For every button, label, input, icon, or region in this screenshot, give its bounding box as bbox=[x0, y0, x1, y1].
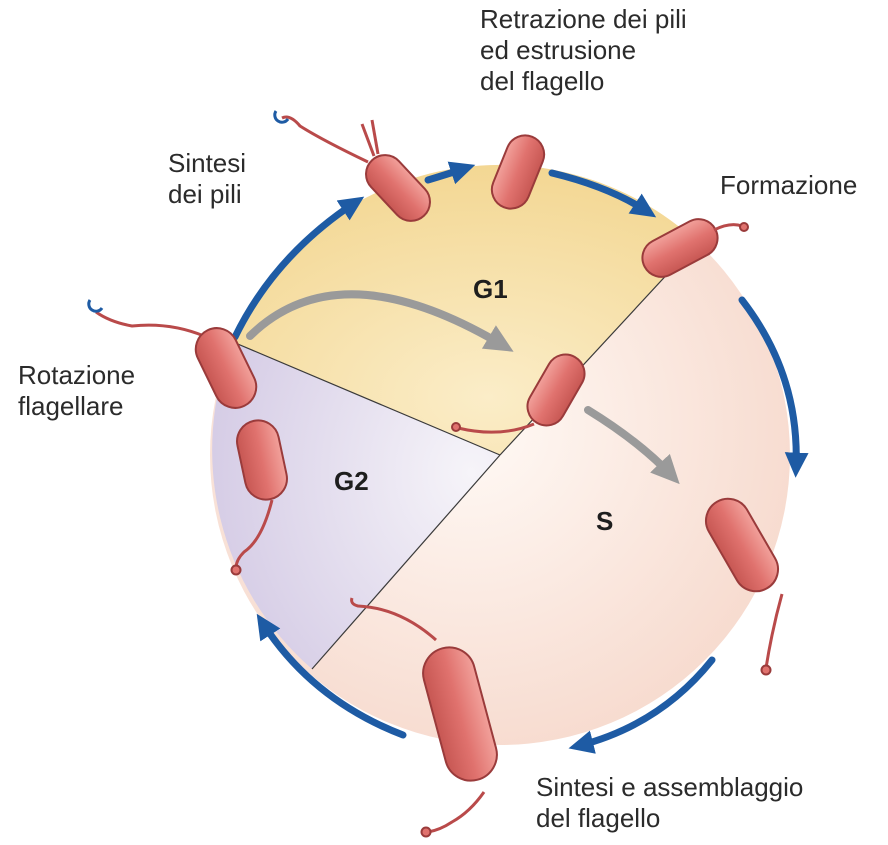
label-line: flagellare bbox=[18, 391, 135, 422]
stalk bbox=[714, 225, 742, 230]
label-line: Sintesi e assemblaggio bbox=[536, 772, 803, 803]
holdfast bbox=[762, 666, 771, 675]
label-line: Retrazione dei pili bbox=[480, 4, 687, 35]
holdfast bbox=[740, 223, 748, 231]
phase-label-s: S bbox=[596, 506, 613, 536]
holdfast bbox=[232, 566, 241, 575]
rotation-icon bbox=[89, 300, 102, 311]
flagellum bbox=[96, 312, 204, 336]
label-pili-synthesis: Sintesi dei pili bbox=[168, 148, 246, 210]
label-line: Sintesi bbox=[168, 148, 246, 179]
stalk bbox=[766, 594, 782, 668]
label-flagellum-assembly: Sintesi e assemblaggio del flagello bbox=[536, 772, 803, 834]
holdfast bbox=[452, 423, 460, 431]
stalk bbox=[428, 792, 484, 832]
label-line: dei pili bbox=[168, 179, 246, 210]
label-formation: Formazione bbox=[720, 170, 857, 201]
label-line: del flagello bbox=[480, 66, 687, 97]
label-pili-retraction: Retrazione dei pili ed estrusione del fl… bbox=[480, 4, 687, 97]
label-line: Rotazione bbox=[18, 360, 135, 391]
holdfast bbox=[422, 828, 431, 837]
label-flagellar-rotation: Rotazione flagellare bbox=[18, 360, 135, 422]
phase-label-g2: G2 bbox=[334, 466, 369, 496]
label-line: ed estrusione bbox=[480, 35, 687, 66]
phase-label-g1: G1 bbox=[473, 274, 508, 304]
label-line: del flagello bbox=[536, 803, 803, 834]
flagellum bbox=[282, 117, 368, 162]
